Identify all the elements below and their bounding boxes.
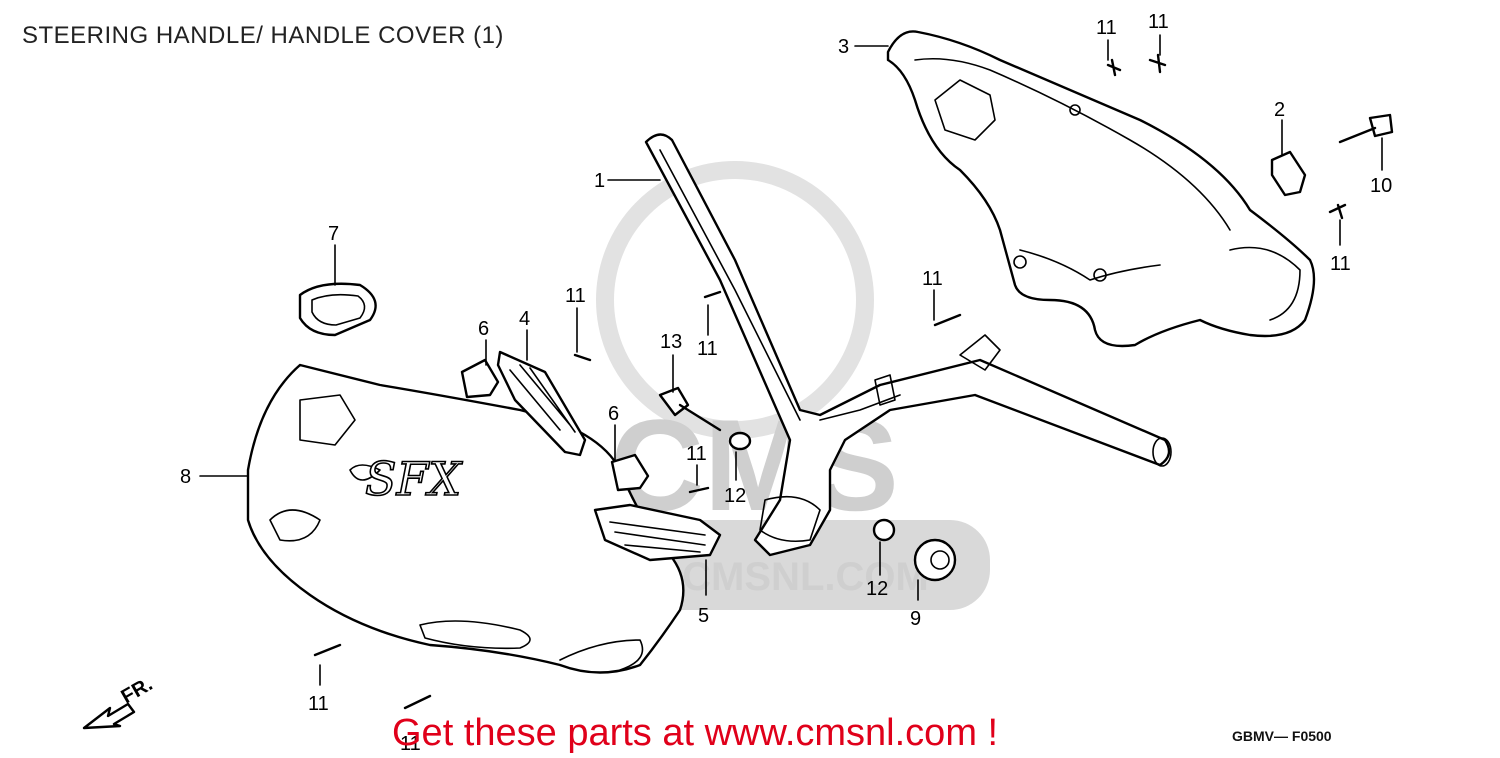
label-1: 1 [594,170,605,192]
sfx-logo: SFX [365,452,463,506]
label-11-c: 11 [1330,253,1351,275]
label-11-i: 11 [400,733,421,755]
label-8: 8 [180,466,191,488]
screw-icons [313,53,1347,710]
label-6-a: 6 [478,318,489,340]
clip-part-2 [1270,150,1307,197]
label-12-a: 12 [724,485,746,507]
steering-handle [644,133,1172,557]
label-11-d: 11 [922,268,943,290]
label-11-h: 11 [308,693,329,715]
leader-lines [199,34,1383,686]
label-10: 10 [1370,175,1392,197]
washer-part-12-b [872,518,896,542]
label-11-g: 11 [686,443,707,465]
direction-label: FR. [118,673,157,708]
label-11-b: 11 [1148,11,1169,33]
bolt-part-10 [1338,113,1394,144]
label-11-a: 11 [1096,17,1117,39]
grille-part-4 [496,350,587,457]
nut-part-9 [913,538,957,582]
bolt-part-13 [658,386,722,432]
grille-part-5 [593,503,722,562]
label-2: 2 [1274,99,1285,121]
label-7: 7 [328,223,339,245]
front-direction-arrow-icon: FR. [82,673,157,730]
callout-labels: 1 2 3 4 5 6 6 7 8 9 10 11 11 11 11 11 11… [180,11,1392,755]
diagram-title: STEERING HANDLE/ HANDLE COVER (1) [22,22,504,49]
label-4: 4 [519,308,530,330]
label-5: 5 [698,605,709,627]
clip-part-6-a [460,358,500,399]
label-11-f: 11 [697,338,718,360]
label-6-b: 6 [608,403,619,425]
label-3: 3 [838,36,849,58]
label-9: 9 [910,608,921,630]
label-12-b: 12 [866,578,888,600]
washer-part-12-a [728,431,752,451]
clip-part-6-b [610,453,650,492]
diagram-code: GBMV— F0500 [1232,728,1332,744]
label-11-e: 11 [565,285,586,307]
label-13: 13 [660,331,682,353]
cta-link-text[interactable]: Get these parts at www.cmsnl.com ! [392,712,999,754]
rear-handle-cover [886,30,1316,348]
